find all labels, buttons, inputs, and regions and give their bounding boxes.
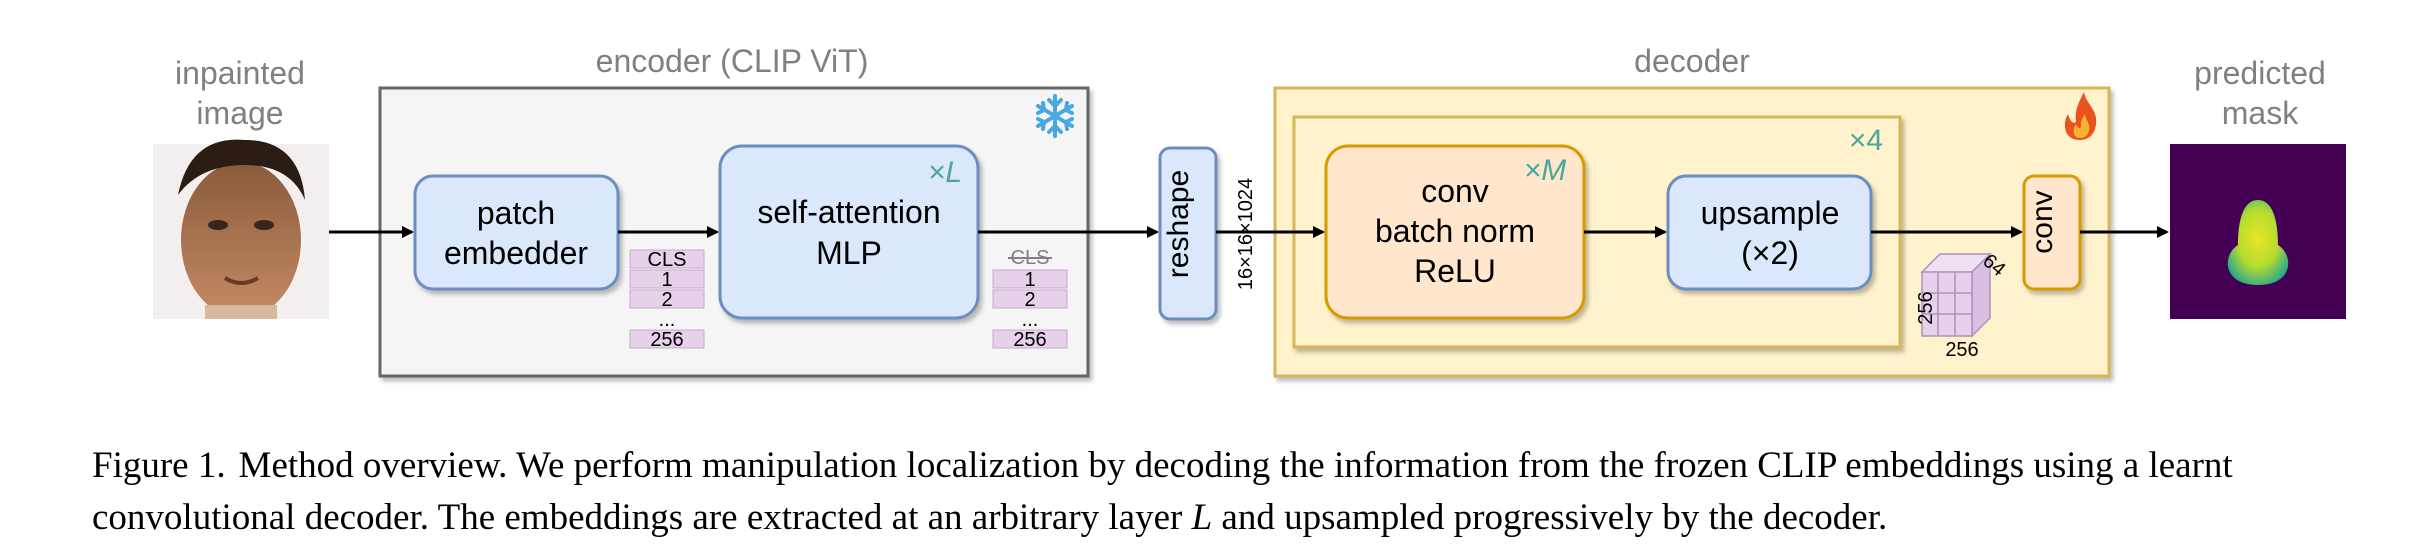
svg-text:256: 256: [1013, 329, 1046, 351]
svg-text:conv: conv: [2026, 190, 2059, 253]
upsample-block: upsample (×2): [1666, 174, 1873, 291]
svg-text:upsample: upsample: [1701, 195, 1840, 231]
svg-text:2: 2: [661, 289, 672, 311]
svg-text:self-attention: self-attention: [757, 194, 940, 230]
svg-text:...: ...: [1022, 309, 1039, 331]
svg-text:1: 1: [1024, 269, 1035, 291]
svg-text:1: 1: [661, 269, 672, 291]
snowflake-icon: [1036, 94, 1074, 138]
final-conv-block: conv: [2022, 174, 2082, 291]
svg-text:embedder: embedder: [444, 235, 588, 271]
svg-text:CLS: CLS: [648, 249, 687, 271]
svg-text:256: 256: [650, 329, 683, 351]
svg-text:2: 2: [1024, 289, 1035, 311]
svg-text:reshape: reshape: [1162, 170, 1195, 278]
layer-repeat-label: ×L: [928, 156, 962, 189]
fire-icon: [2064, 92, 2097, 140]
input-label: inpainted: [175, 55, 305, 91]
svg-text:conv: conv: [1421, 173, 1489, 209]
conv-repeat-label: ×M: [1524, 154, 1567, 187]
token-stack-output: CLS 1 2 ... 256: [992, 247, 1068, 351]
output-label: predicted: [2194, 55, 2326, 91]
output-label-line2: mask: [2222, 95, 2299, 131]
decoder-title: decoder: [1634, 43, 1750, 79]
predicted-mask-image: [2170, 144, 2346, 319]
method-overview-diagram: inpainted image encoder (CLIP ViT) patch…: [153, 43, 2346, 378]
token-stack-input: CLS 1 2 ... 256: [629, 249, 705, 351]
decoder-repeat-label: ×4: [1849, 124, 1883, 157]
feature-cube: [1920, 252, 1992, 338]
input-label-line2: image: [196, 95, 283, 131]
inpainted-image: [153, 139, 329, 319]
cube-width-label: 256: [1945, 339, 1978, 361]
svg-text:ReLU: ReLU: [1414, 253, 1496, 289]
cube-height-label: 256: [1915, 291, 1937, 324]
self-attention-block: self-attention MLP ×L: [718, 144, 980, 320]
reshape-block: reshape: [1158, 146, 1218, 321]
patch-embedder-block: patch embedder: [413, 174, 620, 291]
figure-caption: Figure 1.Method overview. We perform man…: [92, 440, 2412, 544]
conv-bn-relu-block: conv batch norm ReLU ×M: [1324, 144, 1586, 320]
caption-label: Figure 1.: [92, 445, 226, 486]
svg-text:patch: patch: [477, 195, 555, 231]
caption-text-part1: Method overview. We perform manipulation…: [92, 445, 2233, 538]
caption-variable: L: [1191, 497, 1213, 538]
svg-text:batch norm: batch norm: [1375, 213, 1535, 249]
svg-text:MLP: MLP: [816, 235, 882, 271]
encoder-title: encoder (CLIP ViT): [596, 43, 869, 79]
svg-text:(×2): (×2): [1741, 235, 1799, 271]
reshape-shape-label: 16×16×1024: [1235, 178, 1257, 290]
caption-text-part2: and upsampled progressively by the decod…: [1221, 497, 1888, 538]
svg-text:...: ...: [659, 309, 676, 331]
